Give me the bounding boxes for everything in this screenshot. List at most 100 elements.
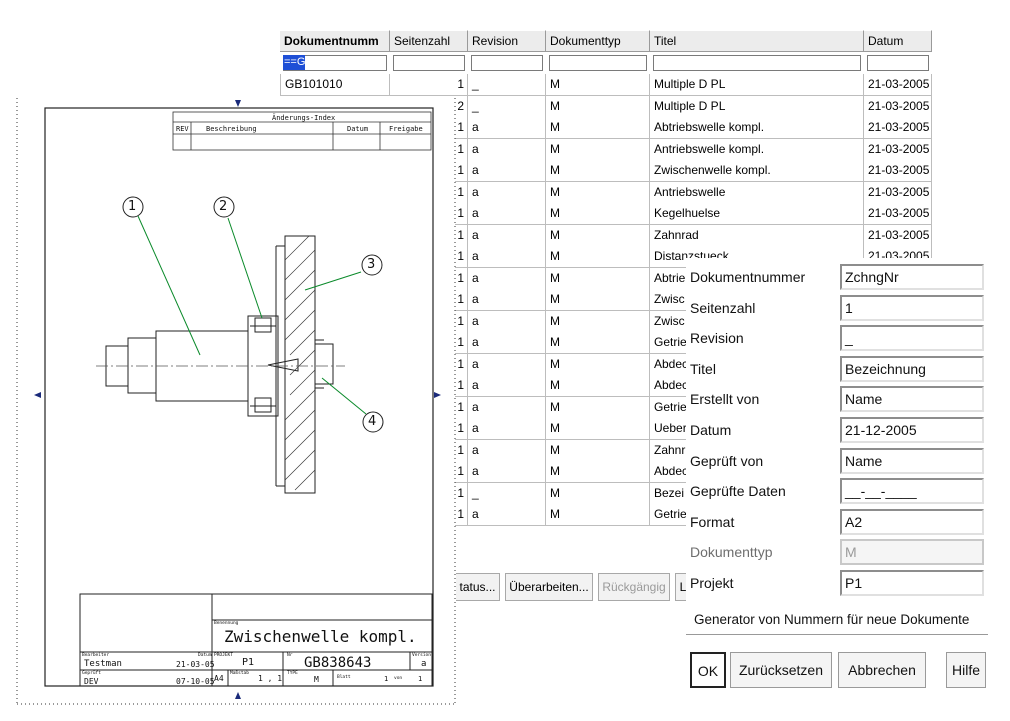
filter-row: ==G (280, 52, 932, 74)
undo-button[interactable]: Rückgängig (598, 573, 670, 601)
drawn-by: Testman (84, 659, 122, 669)
filter-cell-datum[interactable] (864, 52, 932, 74)
balloon-2 (213, 196, 235, 218)
ok-button[interactable]: OK (690, 652, 726, 688)
cell-rev: a (468, 439, 546, 462)
cell-typ: M (546, 246, 650, 268)
column-header-titel[interactable]: Titel (650, 30, 864, 52)
cell-datum: 21-03-2005 (864, 203, 932, 225)
balloon-1 (122, 196, 144, 218)
cell-rev: a (468, 396, 546, 419)
cell-titel: Antriebswelle (650, 181, 864, 204)
filter-cell-typ[interactable] (546, 52, 650, 74)
filter-input-rev[interactable] (471, 55, 543, 71)
cell-datum: 21-03-2005 (864, 95, 932, 118)
filter-cell-nr[interactable]: ==G (280, 52, 390, 74)
drawn-date: 21-03-05 (176, 660, 215, 669)
change-col-date: Datum (347, 125, 369, 133)
field-input[interactable]: P1 (840, 570, 984, 596)
field-input[interactable]: M (840, 539, 984, 566)
type-value: M (314, 675, 319, 684)
cell-datum: 21-03-2005 (864, 181, 932, 204)
field-input[interactable]: _ (840, 325, 984, 352)
field-input[interactable]: ZchngNr (840, 264, 984, 290)
cell-rev: a (468, 375, 546, 397)
cell-titel: Multiple D PL (650, 74, 864, 96)
cell-typ: M (546, 332, 650, 354)
cell-rev: a (468, 160, 546, 182)
drawing-sheet: Änderungs-Index REV Beschreibung Datum F… (0, 0, 465, 721)
field-input[interactable]: __-__-____ (840, 478, 984, 505)
cell-rev: a (468, 203, 546, 225)
column-header-rev[interactable]: Revision (468, 30, 546, 52)
revise-button[interactable]: Überarbeiten... (505, 573, 593, 601)
column-header-typ[interactable]: Dokumenttyp (546, 30, 650, 52)
column-header-seiten[interactable]: Seitenzahl (390, 30, 468, 52)
cell-typ: M (546, 203, 650, 225)
field-label: Titel (690, 360, 716, 377)
cell-rev: a (468, 310, 546, 333)
field-input[interactable]: Name (840, 386, 984, 413)
field-label: Revision (690, 330, 744, 347)
reset-button[interactable]: Zurücksetzen (730, 652, 832, 688)
filter-cell-seiten[interactable] (390, 52, 468, 74)
cell-titel: Multiple D PL (650, 95, 864, 118)
help-button[interactable]: Hilfe (946, 652, 986, 688)
cell-typ: M (546, 482, 650, 505)
cell-typ: M (546, 439, 650, 462)
cell-datum: 21-03-2005 (864, 117, 932, 139)
number-caption: Nr (287, 653, 293, 658)
cell-datum: 21-03-2005 (864, 74, 932, 96)
version-value: a (421, 659, 427, 669)
cell-rev: a (468, 289, 546, 311)
column-header-nr[interactable]: Dokumentnumm (280, 30, 390, 52)
filter-input-typ[interactable] (549, 55, 647, 71)
field-input[interactable]: A2 (840, 508, 984, 535)
filter-input-titel[interactable] (653, 55, 861, 71)
status-button[interactable]: tatus... (456, 573, 500, 601)
filter-input-datum[interactable] (867, 55, 929, 71)
field-label: Geprüfte Daten (690, 483, 786, 500)
sheet-value: 1 (384, 675, 389, 683)
cancel-button[interactable]: Abbrechen (838, 652, 926, 688)
filter-input-seiten[interactable] (393, 55, 465, 71)
field-input[interactable]: 1 (840, 294, 984, 321)
field-input[interactable]: 21-12-2005 (840, 417, 984, 443)
field-label: Dokumenttyp (690, 544, 773, 561)
balloon-1-label: 1 (128, 199, 137, 214)
cell-titel: Zwischenwelle kompl. (650, 160, 864, 182)
version-caption: Version (412, 653, 431, 658)
cell-typ: M (546, 267, 650, 290)
field-input[interactable]: Bezeichnung (840, 355, 984, 382)
column-header-datum[interactable]: Datum (864, 30, 932, 52)
cell-rev: a (468, 504, 546, 526)
filter-cell-rev[interactable] (468, 52, 546, 74)
cell-datum: 21-03-2005 (864, 160, 932, 182)
field-label: Dokumentnummer (690, 269, 806, 285)
checked-date: 07-10-05 (176, 677, 215, 686)
cell-typ: M (546, 504, 650, 526)
cell-rev: a (468, 461, 546, 483)
sheet-caption: Blatt (337, 675, 351, 680)
filter-cell-titel[interactable] (650, 52, 864, 74)
of-caption: von (394, 676, 403, 681)
change-index-title: Änderungs-Index (272, 114, 336, 122)
field-label: Seitenzahl (690, 299, 756, 316)
cell-titel: Abtriebswelle kompl. (650, 117, 864, 139)
drawn-caption: Bearbeiter (82, 653, 110, 658)
cell-typ: M (546, 310, 650, 333)
cell-typ: M (546, 74, 650, 96)
cell-rev: _ (468, 95, 546, 118)
cell-typ: M (546, 375, 650, 397)
balloon-3-label: 3 (367, 257, 376, 272)
field-label: Erstellt von (690, 391, 760, 408)
cell-titel: Antriebswelle kompl. (650, 138, 864, 161)
field-label: Projekt (690, 575, 734, 591)
filter-value[interactable]: ==G (283, 55, 306, 70)
cell-rev: _ (468, 482, 546, 505)
of-value: 1 (418, 675, 423, 683)
center-arrow-bottom (235, 692, 241, 699)
field-input[interactable]: Name (840, 447, 984, 474)
